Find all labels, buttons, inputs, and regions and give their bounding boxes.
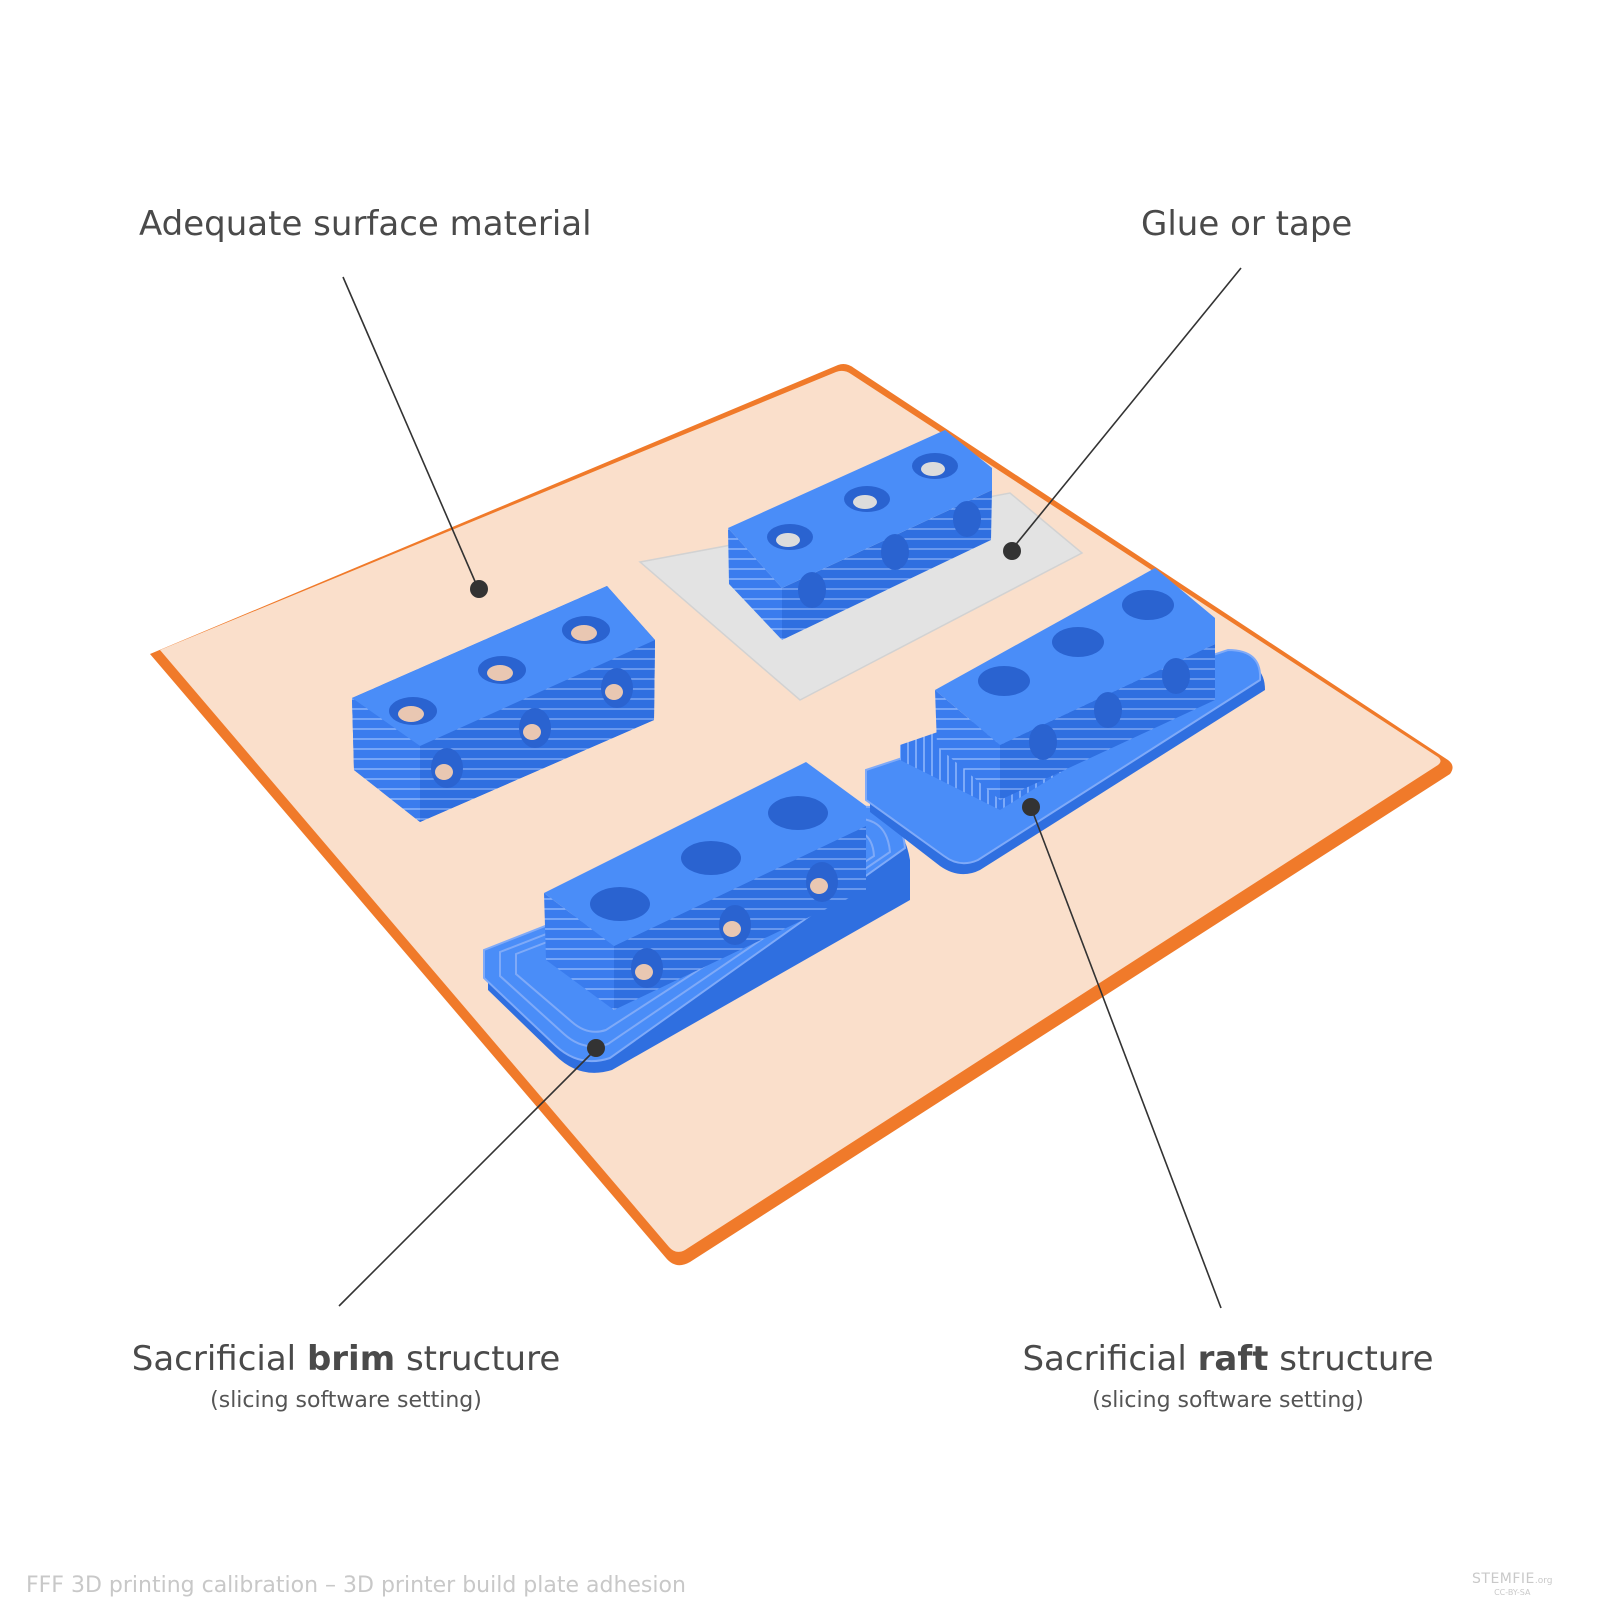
label-brim-suffix: structure xyxy=(395,1339,561,1379)
footer-caption: FFF 3D printing calibration – 3D printer… xyxy=(26,1573,686,1598)
leader-lines xyxy=(338,267,1242,1309)
part-with-raft xyxy=(865,568,1265,875)
stemfie-logo: STEMFIE.org CC-BY-SA xyxy=(1472,1568,1553,1597)
logo-suffix: .org xyxy=(1534,1576,1553,1586)
logo-text: STEMFIE xyxy=(1472,1571,1535,1587)
label-brim-bold: brim xyxy=(306,1339,396,1379)
part-plain-surface xyxy=(352,586,655,822)
label-glue-or-tape: Glue or tape xyxy=(1141,204,1353,244)
label-raft-suffix: structure xyxy=(1268,1339,1434,1379)
label-raft-bold: raft xyxy=(1197,1339,1269,1379)
label-raft: Sacrificial raft structure xyxy=(1022,1339,1433,1379)
label-brim-prefix: Sacrificial xyxy=(131,1339,307,1379)
label-raft-sub: (slicing software setting) xyxy=(1092,1388,1364,1413)
part-on-tape xyxy=(728,430,992,640)
label-brim-sub: (slicing software setting) xyxy=(210,1388,482,1413)
part-with-brim xyxy=(483,762,910,1073)
label-brim: Sacrificial brim structure xyxy=(132,1339,560,1379)
label-raft-prefix: Sacrificial xyxy=(1022,1339,1198,1379)
logo-license: CC-BY-SA xyxy=(1494,1588,1531,1597)
label-surface-material: Adequate surface material xyxy=(139,204,592,244)
